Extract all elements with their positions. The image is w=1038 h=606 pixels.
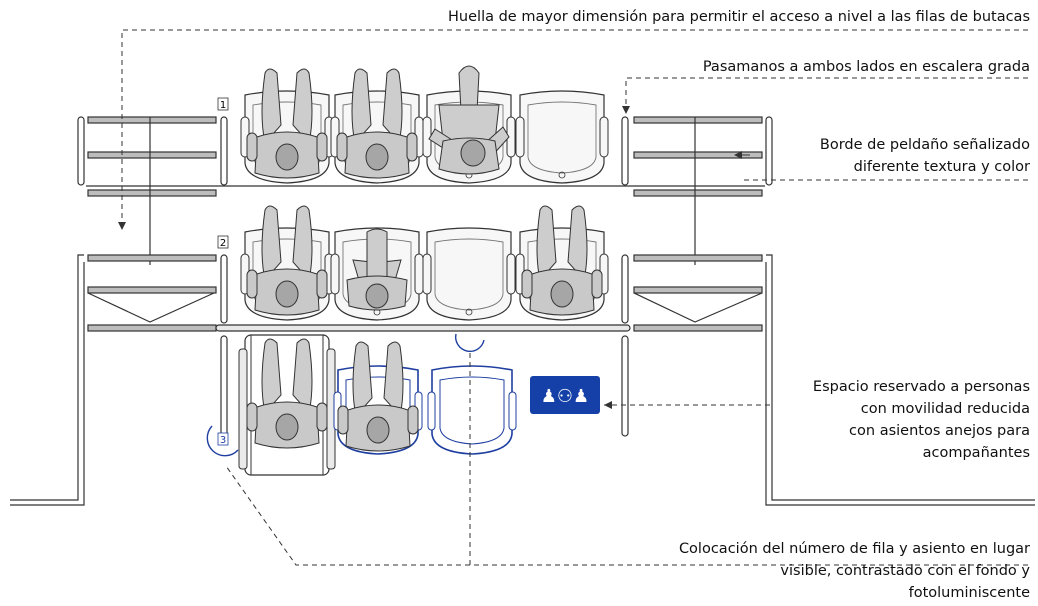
row-number-2: 2: [217, 235, 229, 249]
leader-lines: [121, 29, 1028, 566]
row-3-reserved-seat-2: [427, 365, 517, 455]
row-1-seat-1: [240, 68, 334, 184]
row-number-1: 1: [217, 97, 229, 111]
annotation-borde: Borde de peldaño señalizado diferente te…: [819, 137, 1030, 175]
row-2-seat-4: [515, 205, 609, 321]
row-1-seat-2: [330, 68, 424, 184]
annotation-huella: Huella de mayor dimensión para permitir …: [448, 9, 1030, 25]
annotation-espacio: Espacio reservado a personas con movilid…: [812, 379, 1030, 461]
row-2-platform: [10, 254, 1035, 506]
svg-text:2: 2: [220, 238, 226, 249]
row-2-seat-3: [422, 227, 516, 321]
row-2-seat-1: [240, 205, 334, 321]
annotation-colocacion: Colocación del número de fila y asiento …: [678, 541, 1030, 601]
seat-number-highlight: [206, 333, 485, 457]
row-2-seat-2: [330, 227, 424, 321]
svg-text:3: 3: [220, 435, 226, 446]
accessibility-sign-icon: ♟⚇♟: [530, 376, 600, 414]
row-3-reserved-seat-1: [333, 341, 423, 455]
svg-text:1: 1: [220, 100, 226, 111]
row-3-wheelchair-user: [238, 334, 336, 476]
row-1-platform: [77, 116, 773, 265]
annotation-pasamanos: Pasamanos a ambos lados en escalera grad…: [702, 59, 1030, 75]
row-1-seat-4: [515, 90, 609, 184]
row-1-seat-3: [422, 65, 516, 184]
leader-arrowheads: [118, 106, 742, 409]
row-number-3: 3: [217, 432, 229, 446]
svg-text:♟⚇♟: ♟⚇♟: [541, 386, 589, 407]
